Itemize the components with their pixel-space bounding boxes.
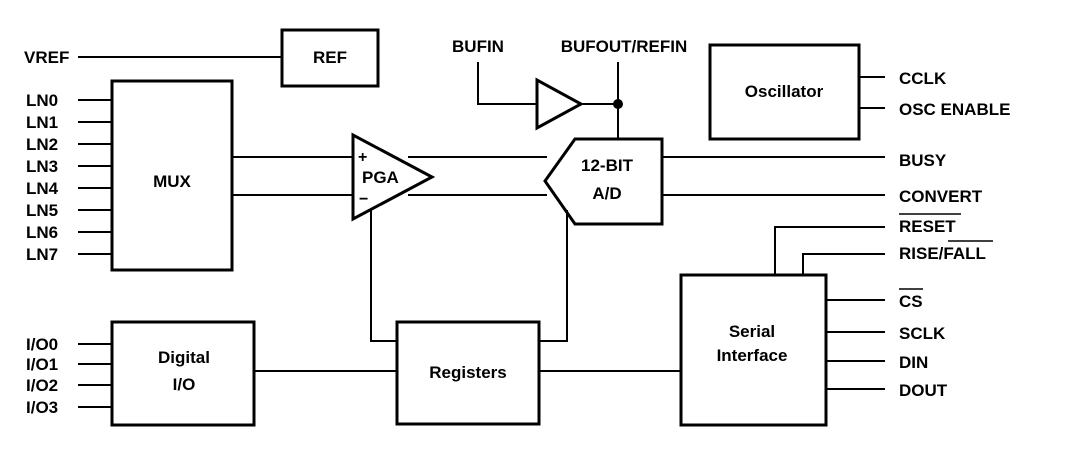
reset-label: RESET	[899, 217, 956, 236]
oscillator-label: Oscillator	[745, 82, 824, 101]
io2-label: I/O2	[26, 376, 58, 395]
registers-to-adc-wire	[539, 210, 568, 342]
io0-label: I/O0	[26, 335, 58, 354]
ln7-label: LN7	[26, 245, 58, 264]
mux-label: MUX	[153, 172, 191, 191]
pga-plus-sign: +	[358, 149, 367, 166]
io3-label: I/O3	[26, 398, 58, 417]
din-label: DIN	[899, 353, 928, 372]
ln3-label: LN3	[26, 157, 58, 176]
mux-block	[110, 79, 234, 272]
registers-block	[395, 320, 541, 426]
rise-fall-wire	[802, 253, 885, 275]
vref-label: VREF	[24, 48, 69, 67]
ln6-label: LN6	[26, 223, 58, 242]
ln1-label: LN1	[26, 113, 58, 132]
oscillator-block	[708, 43, 861, 141]
busy-label: BUSY	[899, 151, 947, 170]
serial-interface-block	[679, 273, 828, 427]
reset-wire	[774, 226, 885, 275]
osc-enable-label: OSC ENABLE	[899, 100, 1010, 119]
bufin-label: BUFIN	[452, 37, 504, 56]
ref-block	[280, 28, 380, 88]
pga-minus-sign: −	[359, 191, 368, 208]
io1-label: I/O1	[26, 355, 58, 374]
bufout-refin-label: BUFOUT/REFIN	[561, 37, 688, 56]
adc-block	[543, 137, 664, 226]
convert-label: CONVERT	[899, 187, 983, 206]
bufin-wire	[477, 62, 537, 105]
ln5-label: LN5	[26, 201, 58, 220]
analog-input-wires	[78, 99, 112, 255]
pga-label: PGA	[362, 168, 399, 187]
pga-amplifier	[351, 132, 436, 222]
sclk-label: SCLK	[899, 324, 946, 343]
adc-label-line1: 12-BIT	[581, 156, 634, 175]
dout-label: DOUT	[899, 381, 948, 400]
ln2-label: LN2	[26, 135, 58, 154]
ln4-label: LN4	[26, 179, 59, 198]
io-pin-wires	[78, 343, 112, 408]
serial-label-line2: Interface	[717, 346, 788, 365]
cclk-label: CCLK	[899, 69, 947, 88]
registers-label: Registers	[429, 363, 506, 382]
serial-label-line1: Serial	[729, 322, 775, 341]
ref-label: REF	[313, 48, 347, 67]
reference-buffer	[535, 77, 585, 131]
junction-dot	[613, 99, 623, 109]
registers-to-pga-wire	[370, 210, 397, 342]
adc-label-line2: A/D	[592, 184, 621, 203]
cs-label: CS	[899, 292, 923, 311]
digital-io-label-line2: I/O	[173, 375, 196, 394]
ln0-label: LN0	[26, 91, 58, 110]
rise-fall-label: RISE/FALL	[899, 244, 986, 263]
digital-io-block	[110, 320, 256, 427]
digital-io-label-line1: Digital	[158, 348, 210, 367]
